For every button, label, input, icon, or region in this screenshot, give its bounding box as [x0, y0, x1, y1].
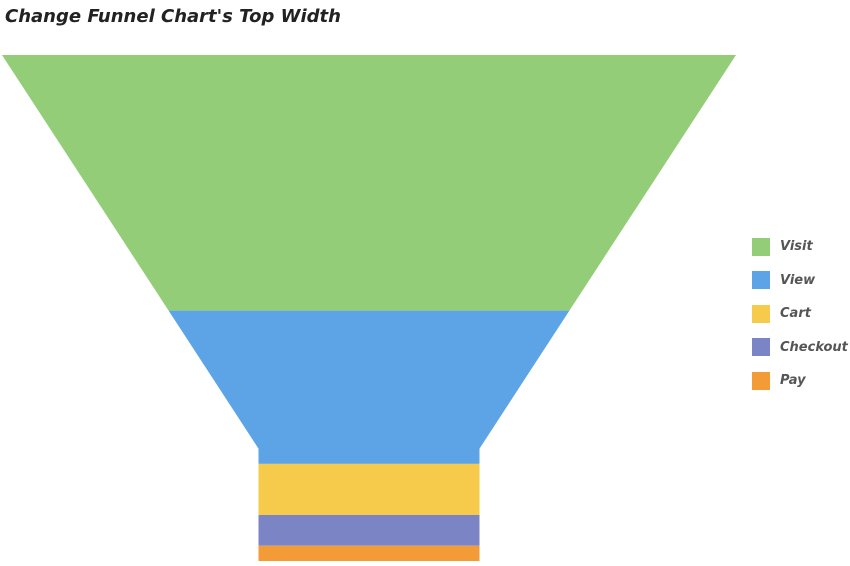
- legend-label: Visit: [780, 239, 813, 255]
- funnel-segment-cart[interactable]: [258, 463, 480, 515]
- legend-label: Checkout: [780, 339, 848, 355]
- legend-swatch: [752, 237, 770, 256]
- funnel-segment-visit[interactable]: [2, 55, 736, 311]
- legend-swatch: [752, 271, 770, 290]
- legend-swatch: [752, 371, 770, 390]
- legend-item-checkout[interactable]: Checkout: [752, 331, 848, 365]
- funnel-segment-pay[interactable]: [258, 545, 480, 561]
- legend-item-cart[interactable]: Cart: [752, 297, 848, 331]
- legend-item-visit[interactable]: Visit: [752, 230, 848, 264]
- legend-label: Pay: [780, 373, 806, 389]
- legend-item-view[interactable]: View: [752, 264, 848, 298]
- legend-label: View: [780, 272, 816, 288]
- legend-label: Cart: [780, 306, 811, 322]
- legend-swatch: [752, 304, 770, 323]
- legend-item-pay[interactable]: Pay: [752, 364, 848, 398]
- funnel-segment-view[interactable]: [168, 310, 570, 464]
- funnel-segment-checkout[interactable]: [258, 515, 480, 546]
- chart-title: Change Funnel Chart's Top Width: [5, 6, 341, 27]
- legend-swatch: [752, 338, 770, 357]
